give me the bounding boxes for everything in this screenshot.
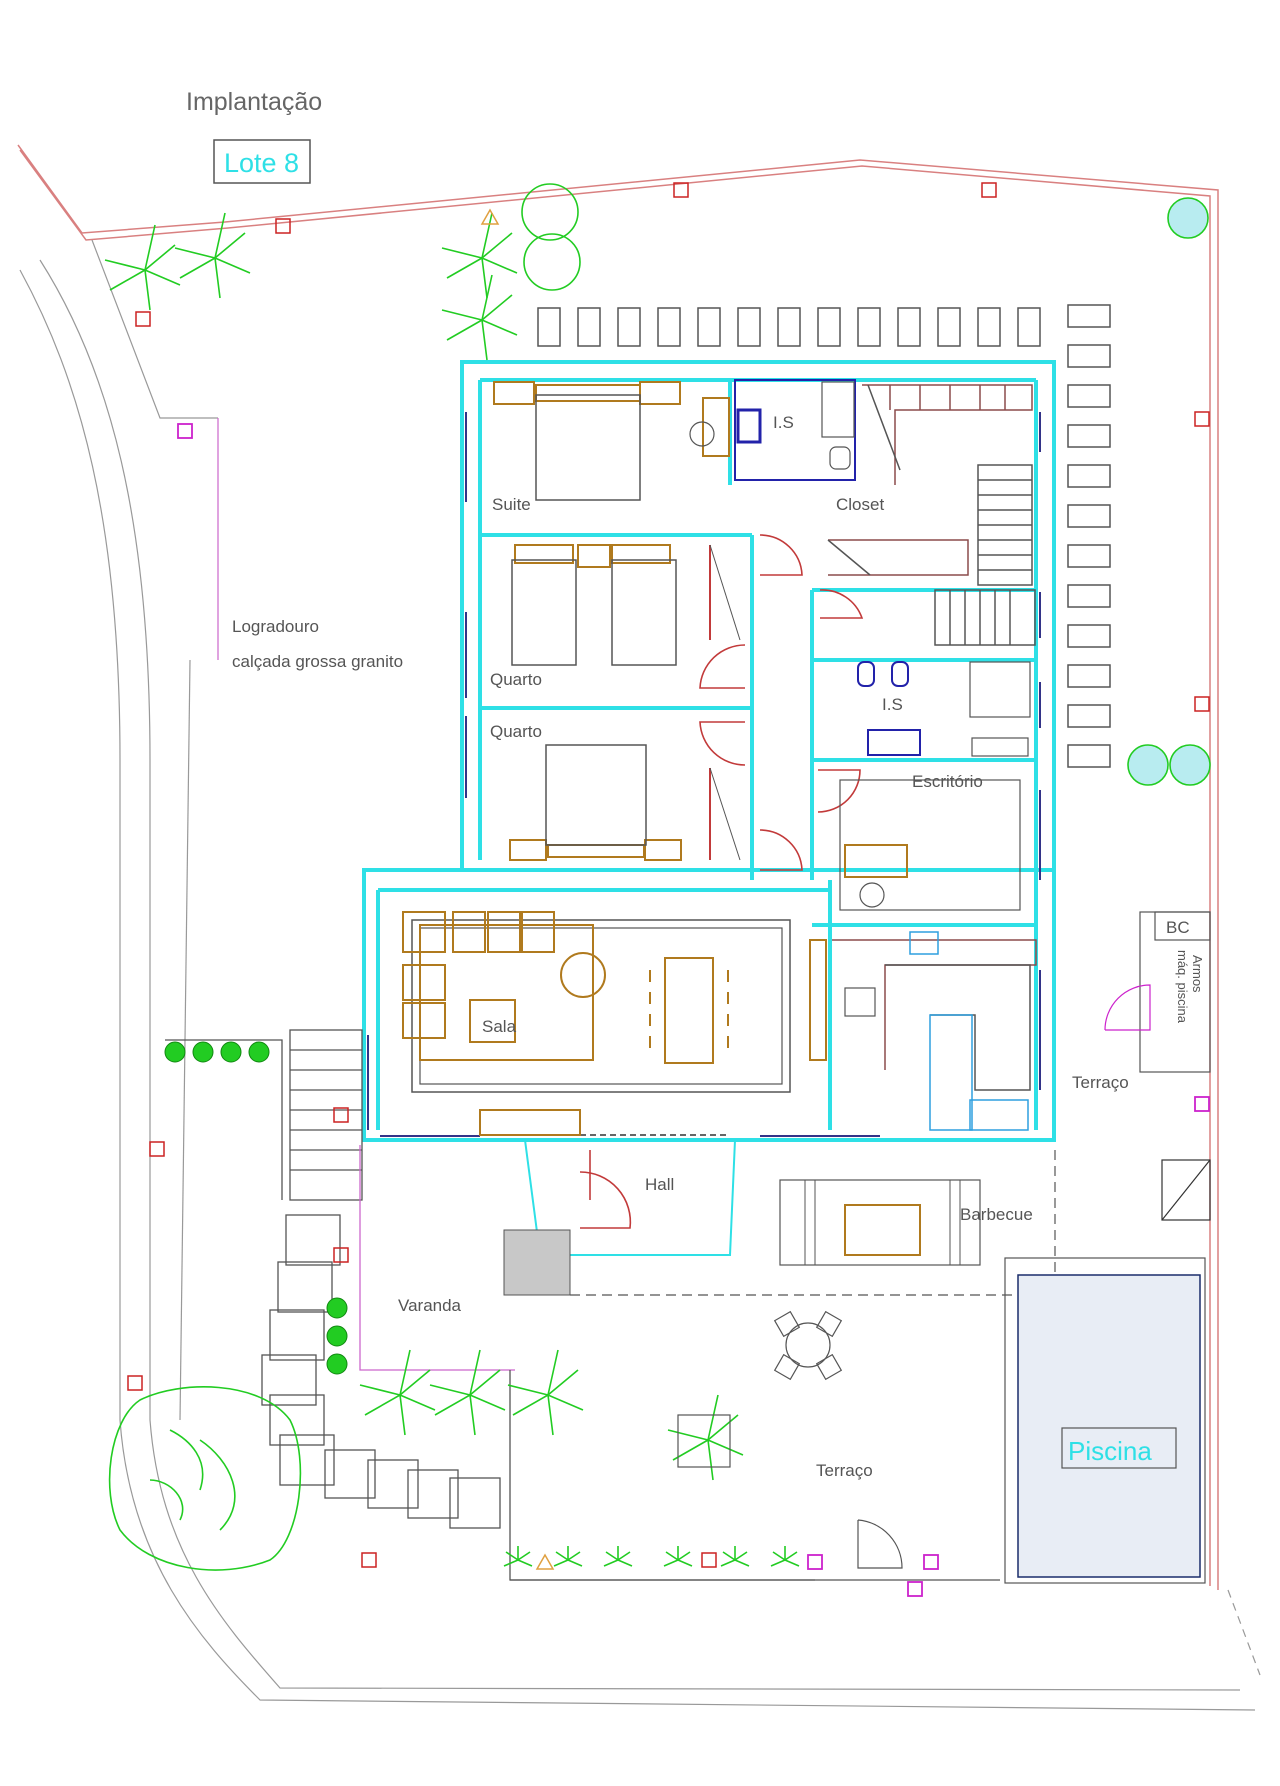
lot-label: Lote 8 <box>224 148 299 178</box>
terrace-gate <box>857 1519 903 1569</box>
bc-storage <box>1104 911 1211 1221</box>
suite-furniture <box>493 381 730 501</box>
room-label-sala: Sala <box>482 1017 517 1036</box>
room-label-terraco-side: Terraço <box>1072 1073 1129 1092</box>
room-label-is-mid: I.S <box>882 695 903 714</box>
lot-label-box <box>213 139 311 184</box>
pool <box>1004 1257 1206 1584</box>
room-label-barbecue: Barbecue <box>960 1205 1033 1224</box>
room-label-quarto-1: Quarto <box>490 670 542 689</box>
room-label-closet: Closet <box>836 495 884 514</box>
bathroom-mid <box>857 661 1031 757</box>
barbecue-area <box>570 1150 1056 1296</box>
room-label-armos-1: Armos <box>1190 955 1205 993</box>
door-swings <box>579 534 864 1229</box>
plants <box>104 183 1211 1571</box>
palm-icon <box>441 274 518 361</box>
quarto-2-furniture <box>509 744 741 861</box>
parking-pavers <box>537 304 1111 768</box>
room-label-bc: BC <box>1166 918 1190 937</box>
lot-boundary <box>17 144 1219 1590</box>
hall <box>479 1109 736 1296</box>
purple-markers <box>177 423 1210 1597</box>
shrub-icon <box>1167 197 1209 239</box>
palm-icon <box>507 1349 584 1436</box>
small-shrubs <box>164 1041 348 1375</box>
room-label-varanda: Varanda <box>398 1296 462 1315</box>
closet-shelves <box>827 384 1033 576</box>
windows <box>367 412 1041 1137</box>
shrub-icon <box>521 183 579 241</box>
kitchen <box>809 931 1037 1131</box>
room-label-armos-2: máq. piscina <box>1175 950 1190 1024</box>
plan-title: Implantação <box>186 88 322 116</box>
shrub-icon <box>523 233 581 291</box>
quarto-1-furniture <box>511 544 741 666</box>
room-label-hall: Hall <box>645 1175 674 1194</box>
room-label-terraco-main: Terraço <box>816 1461 873 1480</box>
staircase <box>934 464 1036 646</box>
triangle-markers <box>480 208 555 1570</box>
tree-canopy-icon <box>149 1429 236 1531</box>
palm-icon <box>359 1349 436 1436</box>
logradouro-material-label: calçada grossa granito <box>232 652 403 671</box>
room-label-piscina: Piscina <box>1068 1436 1152 1466</box>
shrub-icon <box>1127 744 1169 786</box>
garden-steps <box>165 1029 1000 1581</box>
palm-icon <box>441 212 518 299</box>
room-label-escritorio: Escritório <box>912 772 983 791</box>
red-markers <box>127 182 1210 1568</box>
house-walls <box>362 360 1056 1142</box>
tree-canopy-icon <box>108 1386 302 1571</box>
room-label-quarto-2: Quarto <box>490 722 542 741</box>
shrub-icon <box>1169 744 1211 786</box>
room-label-is-top: I.S <box>773 413 794 432</box>
office-furniture <box>839 779 1021 911</box>
logradouro-label: Logradouro <box>232 617 319 636</box>
palm-icon <box>174 212 251 299</box>
living-room-furniture <box>402 911 791 1093</box>
palm-icon <box>429 1349 506 1436</box>
palm-icon <box>667 1394 744 1481</box>
hedge-row <box>503 1546 800 1567</box>
room-label-suite: Suite <box>492 495 531 514</box>
bathroom-top <box>734 379 856 481</box>
palm-icon <box>104 224 181 311</box>
terrace-table <box>677 1310 843 1468</box>
